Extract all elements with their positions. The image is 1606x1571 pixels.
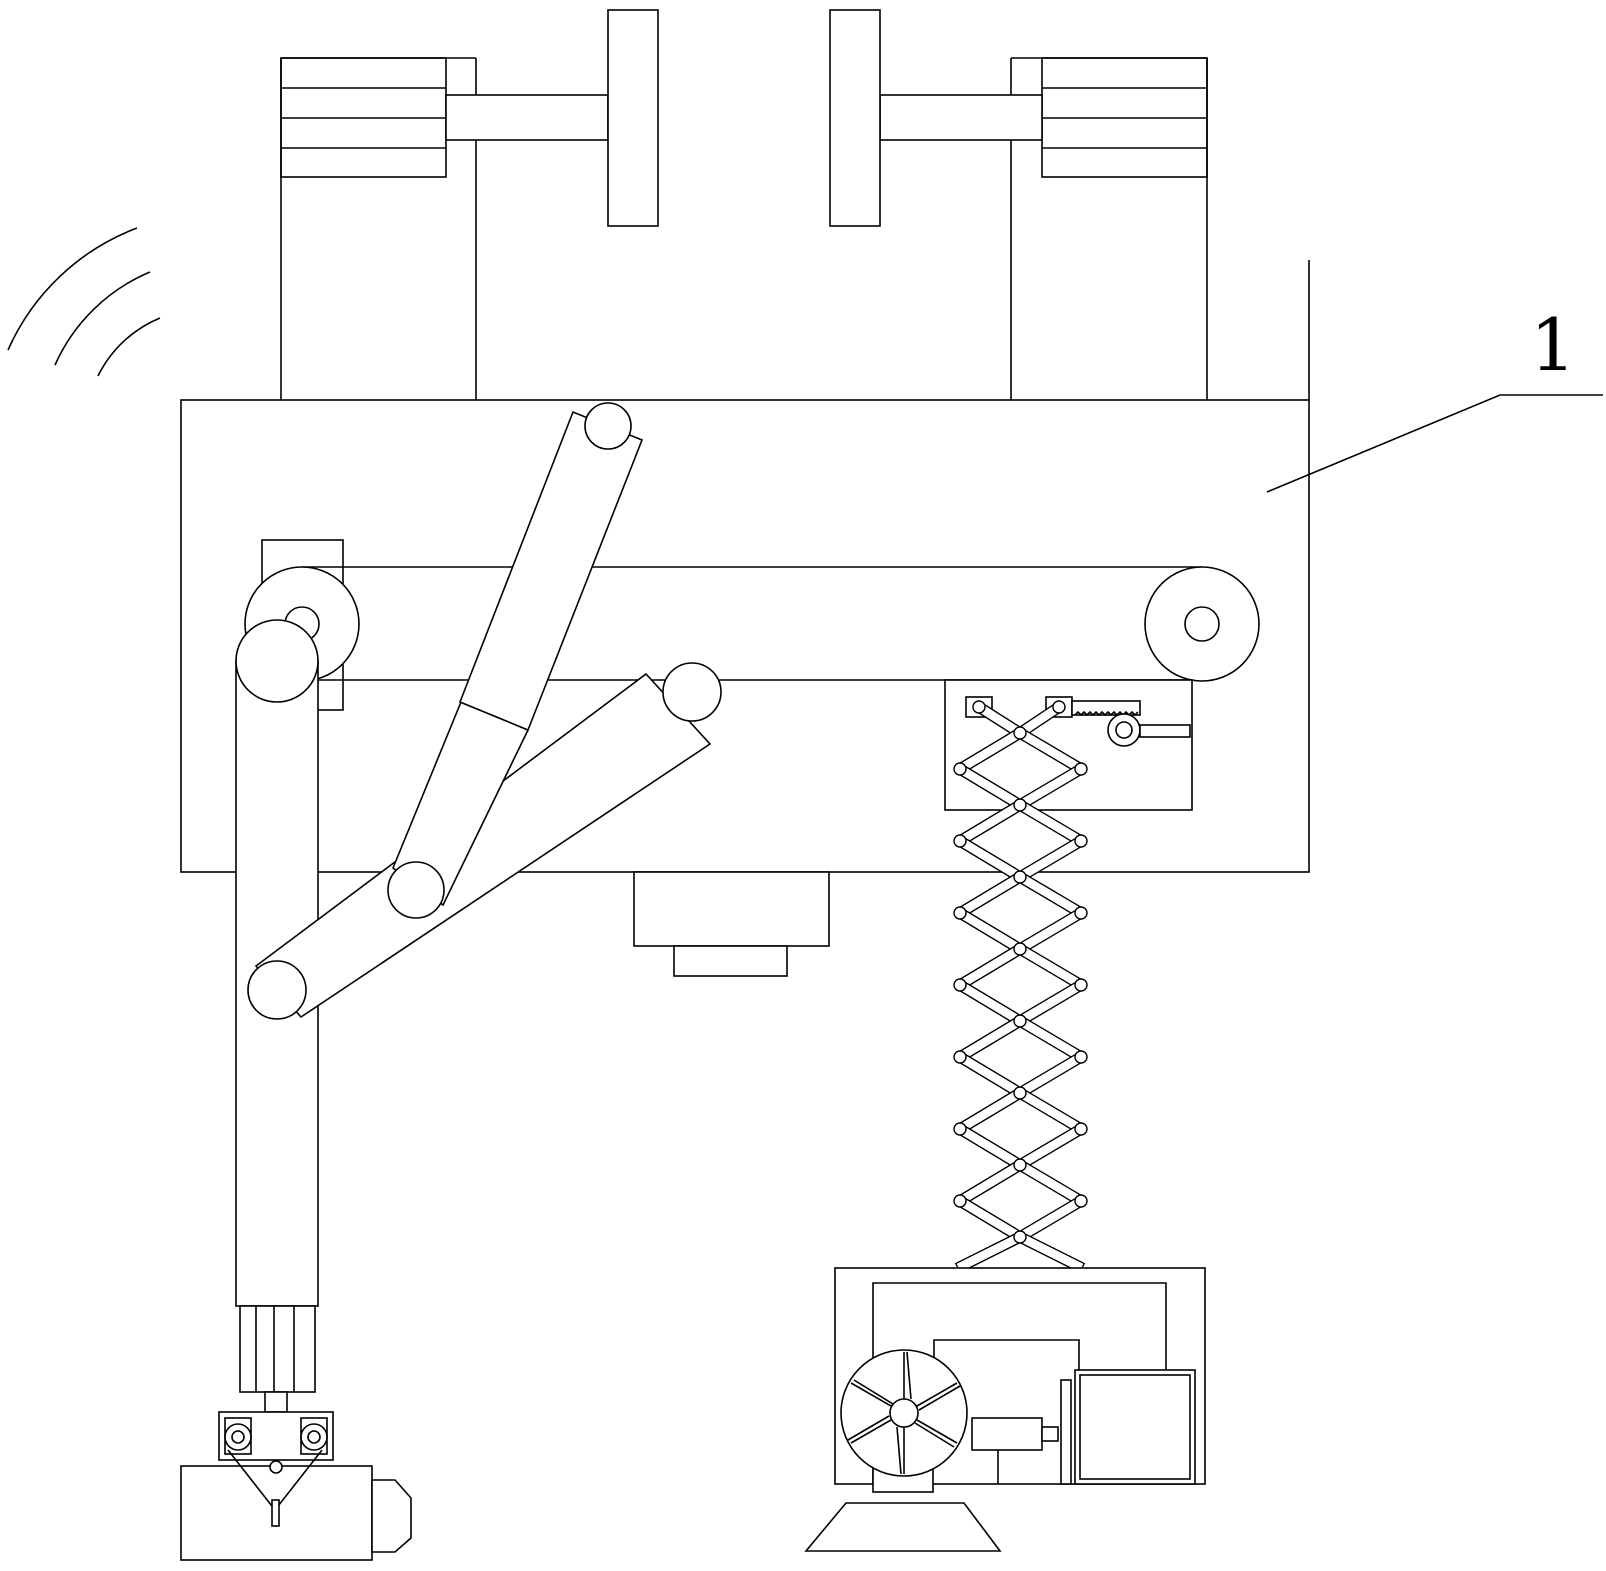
scissor-pivot (953, 978, 967, 992)
scissor-pivot (1013, 798, 1027, 812)
scissor-arm (1016, 1231, 1086, 1274)
scissor-pivot (953, 1122, 967, 1136)
reference-callout: 1 (1266, 303, 1603, 493)
right-clamp-jaw (829, 9, 881, 227)
scissor-arm (1016, 907, 1085, 955)
scissor-pivot (1074, 1194, 1088, 1208)
scissor-pivot (1013, 1158, 1027, 1172)
top-clamp-assembly (280, 9, 1208, 400)
scissor-pivot (1074, 978, 1088, 992)
diagonal-linkage (247, 402, 722, 1020)
scissor-arm (956, 1159, 1024, 1207)
wheel-spokes (847, 1351, 961, 1475)
cylinder-bottom-pivot (387, 861, 445, 919)
link-pivot-upper (662, 662, 722, 722)
cylinder-top-pivot (584, 402, 632, 450)
scissor-pivot (1013, 870, 1027, 884)
left-clamp-jaw (607, 9, 659, 227)
arm-piston-section (239, 1305, 316, 1393)
scissor-arm (1016, 943, 1085, 991)
callout-label: 1 (1530, 303, 1576, 387)
wheel-hub (889, 1398, 919, 1428)
scissor-pivot (1074, 1122, 1088, 1136)
scissor-pivot (953, 906, 967, 920)
scissor-arm (954, 1231, 1024, 1274)
scissor-arm (956, 835, 1024, 883)
scissor-arm (956, 1087, 1024, 1135)
scissor-pivot (1013, 1230, 1027, 1244)
right-clamp-rod (879, 94, 1043, 141)
scissor-arm (1016, 1159, 1085, 1207)
scissor-pivot (972, 700, 986, 714)
scissor-pivot (1074, 762, 1088, 776)
scissor-arm (1016, 1015, 1085, 1063)
scissor-pivot (1013, 1014, 1027, 1028)
link-pivot-lower (247, 960, 307, 1020)
wireless-signal-icon (7, 227, 161, 377)
motor-shaft (1139, 724, 1191, 738)
scissor-pivot (1013, 1086, 1027, 1100)
scissor-arm (1016, 1123, 1085, 1171)
scissor-arm (1016, 835, 1085, 883)
base-unit (804, 1267, 1206, 1552)
scissor-arm (956, 871, 1024, 919)
scissor-arm (956, 907, 1024, 955)
scissor-pivot (953, 762, 967, 776)
scissor-pivot (1013, 942, 1027, 956)
bottom-motor-block (633, 871, 830, 977)
hydraulic-cylinder (458, 410, 644, 732)
scissor-lift (953, 700, 1088, 1274)
shoulder-joint (235, 619, 319, 703)
scissor-arm (956, 943, 1024, 991)
scissor-arm (956, 1051, 1024, 1099)
battery-box (1074, 1369, 1196, 1485)
scissor-arm (1016, 1087, 1085, 1135)
scissor-pivot (1013, 726, 1027, 740)
scissor-pivot (1074, 1050, 1088, 1064)
right-pulley-axle (1184, 606, 1220, 642)
gripper-assembly (180, 1305, 412, 1561)
scissor-housing (944, 679, 1193, 811)
drive-motor (971, 1417, 1043, 1451)
scissor-pivot (1074, 906, 1088, 920)
left-clamp-rod (445, 94, 609, 141)
scissor-arm (1016, 979, 1085, 1027)
scissor-arm (1016, 1051, 1085, 1099)
scissor-arm (956, 979, 1024, 1027)
suction-base (804, 1502, 1002, 1552)
scissor-arm (1016, 871, 1085, 919)
scissor-pivot (953, 834, 967, 848)
gripper-nozzle (371, 1479, 412, 1553)
scissor-pivot (953, 1194, 967, 1208)
scissor-pivot (1074, 834, 1088, 848)
scissor-arm (956, 1123, 1024, 1171)
scissor-arm (956, 1015, 1024, 1063)
scissor-pivot (1052, 700, 1066, 714)
scissor-pivot (953, 1050, 967, 1064)
